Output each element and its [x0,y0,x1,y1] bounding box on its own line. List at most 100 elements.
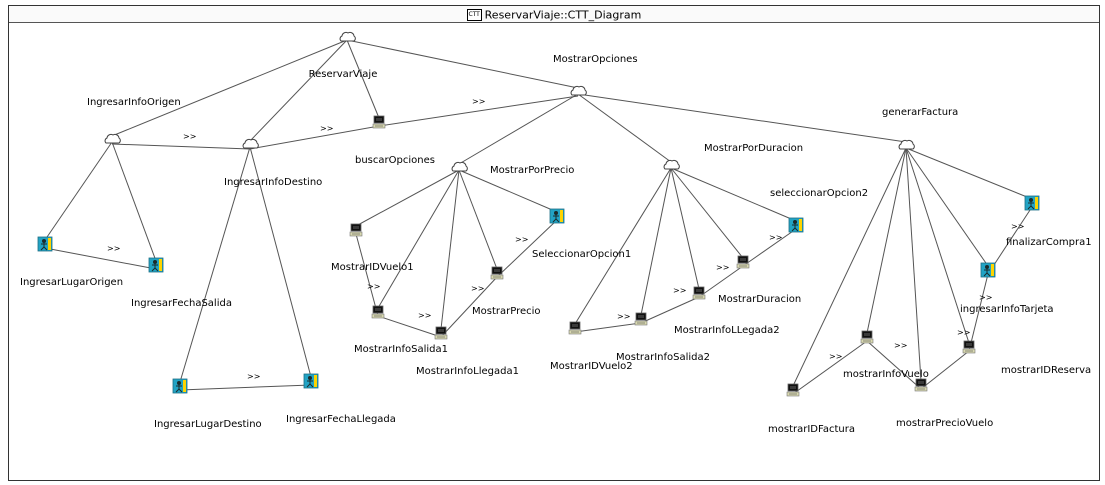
task-label: IngresarLugarDestino [154,419,262,430]
task-node-infoVuelo[interactable]: mostrarInfoVuelo [843,330,929,380]
enabling-operator-lugarDestino-fechaLlegada: >> [247,372,260,381]
task-node-root[interactable]: ReservarViaje [309,31,378,80]
hierarchy-edge-porPrecio-idVuelo1 [355,169,460,227]
application-task-icon [692,286,706,300]
task-node-mostrarOps[interactable]: MostrarOpciones [553,54,638,96]
enabling-operator-lugarOrigen-fechaSalida: >> [107,244,120,253]
task-label: IngresarFechaLlegada [286,414,396,425]
hierarchy-edge-ingOrigen-fechaSalida [111,141,157,262]
abstract-task-icon [451,161,468,172]
task-label: MostrarIDVuelo2 [550,361,633,372]
task-node-infoSalida1[interactable]: MostrarInfoSalida1 [354,305,448,355]
hierarchy-edge-porPrecio-infoLlegada1 [440,169,460,330]
task-node-idReserva[interactable]: mostrarIDReserva [962,340,1091,376]
task-label: mostrarInfoVuelo [843,369,929,380]
enabling-operator-ingOrigen-ingDestino: >> [183,132,196,141]
hierarchy-edge-porDuracion-mDuracion [670,167,744,259]
task-node-idFactura[interactable]: mostrarIDFactura [768,383,855,435]
task-label: MostrarInfoLLegada2 [674,325,780,336]
sequence-edge-lugarDestino-fechaLlegada [179,384,312,391]
hierarchy-edge-ingOrigen-lugarOrigen [44,141,113,241]
application-task-icon [634,312,648,326]
hierarchy-edge-porDuracion-infoSalida2 [640,167,672,316]
application-task-icon [434,326,448,340]
task-label: ingresarInfoTarjeta [960,304,1054,315]
enabling-operator-infoLlegada1-mPrecio: >> [471,284,484,293]
task-label: MostrarInfoLlegada1 [416,366,519,377]
task-node-selOp2[interactable]: seleccionarOpcion2 [770,188,868,233]
task-node-fechaLlegada[interactable]: IngresarFechaLlegada [286,373,396,425]
task-label: IngresarLugarOrigen [20,277,123,288]
window-title: ReservarViaje::CTT_Diagram [484,8,642,22]
task-label: finalizarCompra1 [1006,237,1092,248]
task-label: MostrarInfoSalida1 [354,344,448,355]
sequence-edge-infoSalida1-infoLlegada1 [377,315,442,338]
task-label: MostrarInfoSalida2 [616,352,710,363]
task-label: MostrarPorDuracion [704,143,803,154]
task-node-lugarDestino[interactable]: IngresarLugarDestino [154,378,262,430]
task-label: mostrarIDReserva [1001,365,1091,376]
task-node-infoLlegada2[interactable]: MostrarInfoLLegada2 [674,286,780,336]
hierarchy-edge-ingDestino-fechaLlegada [249,146,312,378]
task-node-finCompra[interactable]: finalizarCompra1 [1006,195,1092,248]
enabling-operator-precioVuelo-idReserva: >> [957,328,970,337]
task-node-infoLlegada1[interactable]: MostrarInfoLlegada1 [416,326,519,377]
abstract-task-icon [104,133,121,144]
task-node-mPrecio[interactable]: MostrarPrecio [472,266,541,317]
hierarchy-edge-mostrarOps-porDuracion [577,93,672,163]
sequence-edge-infoLlegada1-mPrecio [440,276,498,338]
task-node-buscar[interactable]: buscarOpciones [355,115,435,166]
user-task-icon [303,373,319,389]
enabling-operator-buscar-mostrarOps: >> [472,97,485,106]
hierarchy-edge-root-ingDestino [249,39,348,142]
task-node-ingOrigen[interactable]: IngresarInfoOrigen [87,97,181,144]
enabling-operator-idVuelo1-infoSalida1: >> [367,282,380,291]
task-label: ReservarViaje [309,69,378,80]
task-node-precioVuelo[interactable]: mostrarPrecioVuelo [896,378,993,429]
sequence-edges: >>>>>>>>>>>>>>>>>>>>>>>>>>>>>>>>>>>> [44,95,1033,395]
user-task-icon [37,236,53,252]
hierarchy-edge-root-buscar [346,39,380,119]
hierarchy-edge-genFactura-precioVuelo [905,147,922,382]
application-task-icon [372,115,386,129]
task-node-mDuracion[interactable]: MostrarDuracion [718,255,801,305]
task-node-ingDestino[interactable]: IngresarInfoDestino [224,138,322,188]
sequence-edge-idFactura-infoVuelo [792,340,868,395]
user-task-icon [148,257,164,273]
task-node-idVuelo2[interactable]: MostrarIDVuelo2 [550,321,633,372]
task-node-porDuracion[interactable]: MostrarPorDuracion [663,143,803,170]
application-task-icon [349,223,363,237]
abstract-task-icon [242,138,259,149]
enabling-operator-ingDestino-buscar: >> [320,124,333,133]
user-task-icon [549,208,565,224]
hierarchy-edge-genFactura-infoTarjeta [905,147,989,267]
sequence-edge-idReserva-infoTarjeta [968,273,989,352]
hierarchy-edge-mostrarOps-genFactura [577,93,907,143]
sequence-edge-mDuracion-selOp2 [742,228,797,267]
task-node-idVuelo1[interactable]: MostrarIDVuelo1 [331,223,414,273]
abstract-task-icon [570,85,587,96]
application-task-icon [786,383,800,397]
enabling-operator-infoSalida1-infoLlegada1: >> [418,311,431,320]
task-node-fechaSalida[interactable]: IngresarFechaSalida [131,257,232,309]
task-node-selOp1[interactable]: SeleccionarOpcion1 [532,208,631,260]
hierarchy-edge-root-mostrarOps [346,39,579,89]
task-label: buscarOpciones [355,155,435,166]
task-label: MostrarDuracion [718,294,801,305]
task-node-infoTarjeta[interactable]: ingresarInfoTarjeta [960,262,1054,315]
task-label: generarFactura [882,107,958,118]
hierarchy-edge-genFactura-finCompra [905,147,1033,200]
task-node-porPrecio[interactable]: MostrarPorPrecio [451,161,574,176]
task-node-lugarOrigen[interactable]: IngresarLugarOrigen [20,236,123,288]
hierarchy-edge-porPrecio-mPrecio [458,169,498,270]
sequence-edge-lugarOrigen-fechaSalida [44,247,157,270]
user-task-icon [1024,195,1040,211]
task-label: IngresarInfoOrigen [87,97,181,108]
application-task-icon [914,378,928,392]
task-node-genFactura[interactable]: generarFactura [882,107,958,150]
task-node-infoSalida2[interactable]: MostrarInfoSalida2 [616,312,710,363]
hierarchy-edges [44,39,1033,387]
